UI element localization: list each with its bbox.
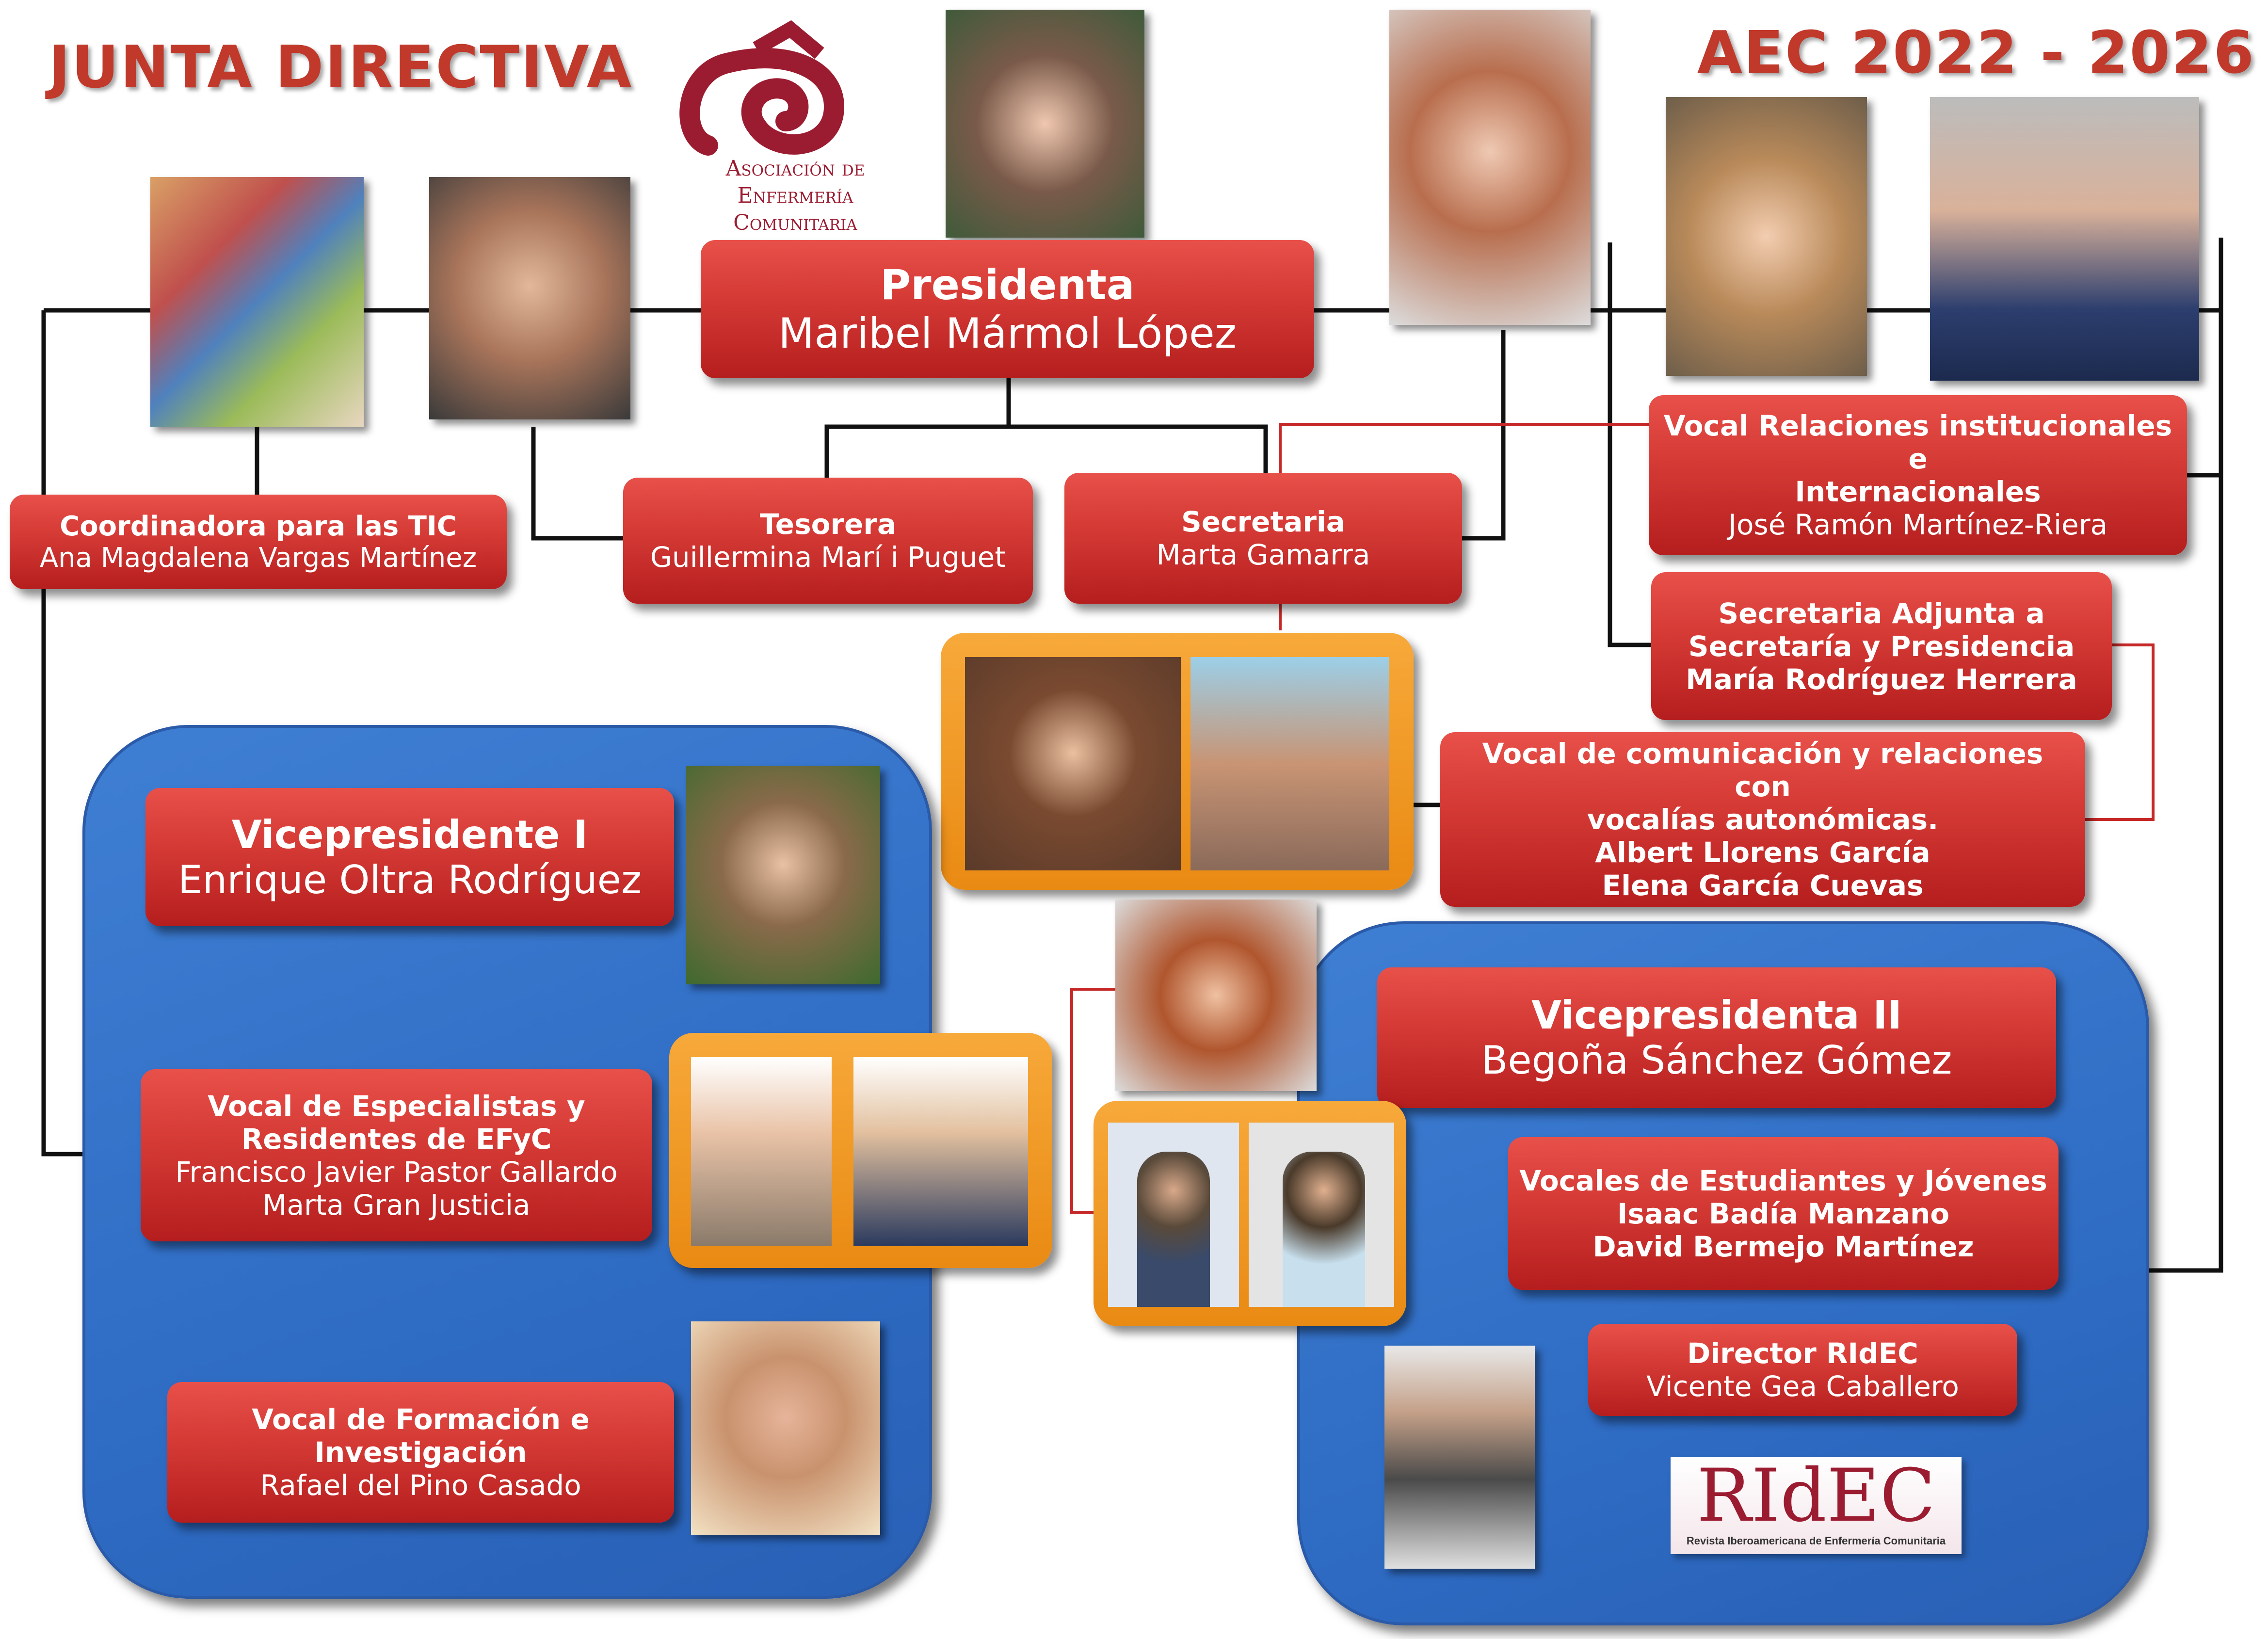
photo-vocal-com-2 — [1190, 657, 1389, 870]
photo-group-comunicacion — [941, 633, 1414, 890]
aec-logo: Asociación de Enfermería Comunitaria — [630, 10, 921, 235]
photo-group-estudiantes: ERAL D ERMER — [1094, 1101, 1406, 1326]
secretaria-box: Secretaria Marta Gamarra — [1064, 473, 1462, 604]
vocal-esp-line-2: Residentes de EFyC — [241, 1122, 552, 1156]
photo-tesorera — [429, 177, 630, 419]
photo-vocal-form — [691, 1321, 880, 1535]
vocal-est-line-3: David Bermejo Martínez — [1592, 1230, 1974, 1263]
spiral-logo-icon — [679, 20, 845, 156]
director-name: Vicente Gea Caballero — [1646, 1370, 1959, 1403]
presidenta-box: Presidenta Maribel Mármol López — [701, 240, 1314, 378]
presidenta-name: Maribel Mármol López — [778, 309, 1237, 358]
vocal-form-box: Vocal de Formación e Investigación Rafae… — [167, 1382, 674, 1523]
vocal-com-box: Vocal de comunicación y relaciones con v… — [1440, 732, 2085, 907]
vocal-rel-role-2: Internacionales — [1795, 475, 2041, 508]
director-box: Director RIdEC Vicente Gea Caballero — [1588, 1324, 2017, 1416]
photo-vice2 — [1115, 900, 1317, 1091]
sec-adjunta-line-1: Secretaria Adjunta a — [1718, 596, 2045, 630]
sec-adjunta-line-3: María Rodríguez Herrera — [1686, 662, 2077, 696]
page-title: JUNTA DIRECTIVA — [48, 34, 633, 101]
coordinadora-role: Coordinadora para las TIC — [60, 510, 457, 542]
coordinadora-name: Ana Magdalena Vargas Martínez — [39, 542, 477, 574]
secretaria-role: Secretaria — [1181, 505, 1345, 538]
photo-vocal-est-1: ERAL D — [1108, 1123, 1239, 1307]
vice1-role: Vicepresidente I — [231, 812, 588, 857]
photo-vocal-com-1 — [965, 657, 1181, 870]
secretaria-name: Marta Gamarra — [1156, 538, 1370, 571]
vocal-com-line-1: Vocal de comunicación y relaciones con — [1482, 737, 2043, 803]
vocal-form-line-1: Vocal de Formación e — [252, 1403, 590, 1436]
vice2-name: Begoña Sánchez Gómez — [1481, 1038, 1952, 1083]
vocal-esp-line-4: Marta Gran Justicia — [262, 1188, 531, 1221]
sec-adjunta-box: Secretaria Adjunta a Secretaría y Presid… — [1651, 572, 2112, 720]
vocal-est-box: Vocales de Estudiantes y Jóvenes Isaac B… — [1508, 1137, 2059, 1290]
vocal-est-line-1: Vocales de Estudiantes y Jóvenes — [1519, 1164, 2047, 1197]
photo-vocal-rel — [1930, 97, 2199, 381]
photo-sec-adjunta — [1666, 97, 1867, 376]
ridec-logo: RIdEC Revista Iberoamericana de Enfermer… — [1671, 1457, 1962, 1554]
vocal-esp-line-3: Francisco Javier Pastor Gallardo — [175, 1155, 618, 1189]
logo-line-1: Asociación de — [725, 156, 865, 181]
vice2-box: Vicepresidenta II Begoña Sánchez Gómez — [1377, 967, 2056, 1108]
tesorera-box: Tesorera Guillermina Marí i Puguet — [623, 478, 1033, 604]
photo-director — [1384, 1346, 1535, 1569]
vocal-com-line-3: Albert Llorens García — [1595, 836, 1930, 869]
vice2-role: Vicepresidenta II — [1531, 993, 1902, 1038]
term-title: AEC 2022 - 2026 — [1697, 19, 2256, 87]
vocal-rel-box: Vocal Relaciones institucionales e Inter… — [1649, 395, 2187, 555]
photo-presidenta — [946, 10, 1144, 238]
coordinadora-box: Coordinadora para las TIC Ana Magdalena … — [10, 495, 507, 589]
photo-group-especialistas — [669, 1033, 1052, 1268]
vocal-rel-role-1: Vocal Relaciones institucionales e — [1663, 409, 2172, 475]
photo-vocal-est-2: ERMER — [1249, 1123, 1394, 1307]
vocal-com-line-4: Elena García Cuevas — [1602, 869, 1924, 902]
logo-line-2: Enfermería Comunitaria — [733, 183, 857, 235]
vice1-box: Vicepresidente I Enrique Oltra Rodríguez — [145, 788, 674, 926]
vocal-est-line-2: Isaac Badía Manzano — [1617, 1197, 1950, 1230]
tesorera-role: Tesorera — [759, 508, 897, 541]
vocal-esp-box: Vocal de Especialistas y Residentes de E… — [141, 1069, 652, 1241]
vocal-form-line-3: Rafael del Pino Casado — [260, 1469, 581, 1502]
vice1-name: Enrique Oltra Rodríguez — [178, 857, 642, 902]
director-role: Director RIdEC — [1687, 1337, 1918, 1370]
photo-vocal-esp-2 — [853, 1057, 1028, 1246]
ridec-logo-text: RIdEC — [1696, 1454, 1936, 1538]
vocal-form-line-2: Investigación — [314, 1436, 527, 1469]
photo-secretaria — [1389, 10, 1591, 325]
photo-vocal-esp-1 — [691, 1057, 832, 1246]
photo-coordinadora — [150, 177, 364, 427]
sec-adjunta-line-2: Secretaría y Presidencia — [1688, 629, 2075, 663]
presidenta-role: Presidenta — [880, 260, 1135, 309]
tesorera-name: Guillermina Marí i Puguet — [650, 541, 1006, 574]
vocal-com-line-2: vocalías autonómicas. — [1587, 803, 1939, 836]
ridec-logo-subtitle: Revista Iberoamericana de Enfermería Com… — [1686, 1535, 1946, 1547]
vocal-esp-line-1: Vocal de Especialistas y — [208, 1089, 585, 1123]
photo-vice1 — [686, 766, 880, 984]
vocal-rel-name: José Ramón Martínez-Riera — [1728, 508, 2108, 541]
